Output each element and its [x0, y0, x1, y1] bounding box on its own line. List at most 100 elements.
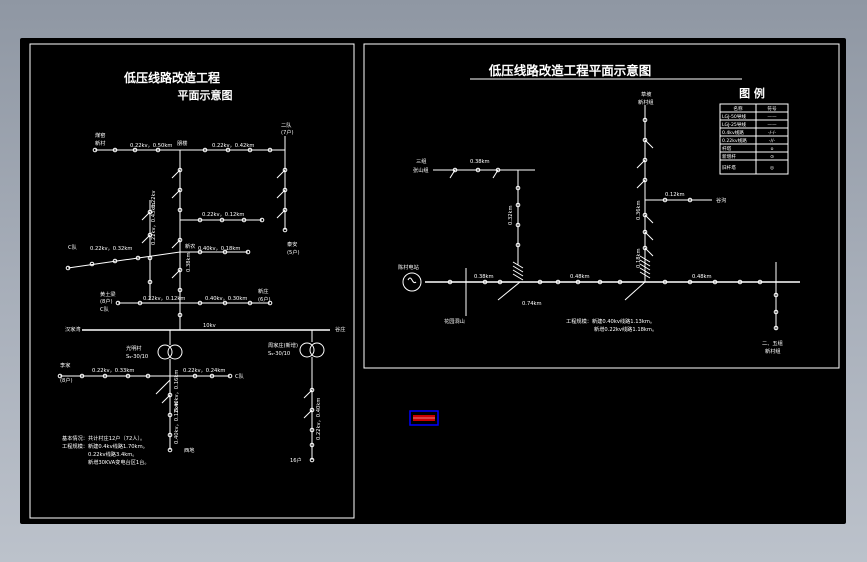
svg-text:0.40kv，0.16km: 0.40kv，0.16km	[174, 370, 180, 412]
svg-text:二、五组: 二、五组	[762, 339, 783, 347]
svg-text:新村组: 新村组	[638, 98, 654, 106]
svg-text:0.38km: 0.38km	[186, 252, 192, 272]
svg-text:16户: 16户	[290, 456, 302, 464]
svg-text:0.22kv，0.32km: 0.22kv，0.32km	[90, 246, 132, 252]
svg-text:周家庄(新增): 周家庄(新增)	[268, 341, 298, 349]
svg-text:0.22kv: 0.22kv	[151, 190, 157, 208]
svg-text:符号: 符号	[767, 105, 777, 112]
svg-text:0.22kv，0.12km: 0.22kv，0.12km	[143, 296, 185, 302]
svg-text:0.38km: 0.38km	[474, 274, 494, 280]
left-title-1: 低压线路改造工程	[123, 70, 220, 85]
svg-text:草坡: 草坡	[641, 90, 651, 98]
svg-text:花园洞山: 花园洞山	[444, 317, 465, 325]
svg-text:0.74km: 0.74km	[522, 301, 542, 307]
drawing-viewport[interactable]	[20, 38, 846, 524]
left-lines	[60, 136, 330, 460]
svg-text:0.22kv，0.42km: 0.22kv，0.42km	[212, 143, 254, 149]
svg-text:C队: C队	[68, 243, 78, 251]
svg-text:(6户): (6户)	[258, 295, 271, 303]
svg-text:新村: 新村	[95, 139, 105, 147]
svg-text:光明村: 光明村	[126, 344, 142, 352]
svg-text:0.22kv线路: 0.22kv线路	[722, 137, 747, 144]
svg-text:(7户): (7户)	[281, 128, 294, 136]
svg-text:三组: 三组	[416, 157, 426, 165]
right-lines	[425, 105, 800, 330]
svg-text:新增0.22kv线路1.18km。: 新增0.22kv线路1.18km。	[594, 325, 657, 333]
svg-text:谷庄: 谷庄	[335, 325, 345, 333]
svg-text:杆塔: 杆塔	[722, 145, 732, 152]
right-stays	[449, 139, 654, 257]
svg-text:10kv: 10kv	[203, 323, 216, 329]
svg-text:S₉-30/10: S₉-30/10	[268, 351, 290, 357]
svg-text:S₉-30/10: S₉-30/10	[126, 354, 148, 360]
transformer-2	[299, 342, 325, 374]
svg-text:-/-/-: -/-/-	[768, 130, 776, 136]
svg-text:陈村电站: 陈村电站	[398, 263, 419, 271]
svg-text:黄土梁: 黄土梁	[100, 290, 116, 298]
svg-text:0.18km: 0.18km	[636, 248, 642, 268]
svg-text:新增杆: 新增杆	[722, 153, 736, 160]
svg-text:工程规模：新建0.40kv线路1.13km。: 工程规模：新建0.40kv线路1.13km。	[566, 317, 655, 325]
svg-text:o: o	[771, 147, 774, 152]
svg-text:⊙: ⊙	[770, 155, 774, 160]
svg-text:0.12km: 0.12km	[665, 192, 685, 198]
svg-text:0.22kv，0.24km: 0.22kv，0.24km	[183, 368, 225, 374]
svg-text:张山组: 张山组	[413, 166, 429, 174]
left-title-2: 平面示意图	[178, 88, 233, 102]
svg-text:0.22kv，0.40km: 0.22kv，0.40km	[316, 398, 322, 440]
svg-text:煤窑: 煤窑	[95, 131, 105, 139]
right-title: 低压线路改造工程平面示意图	[488, 63, 652, 78]
svg-text:0.48km: 0.48km	[692, 274, 712, 280]
svg-text:0.22kv，0.33km: 0.22kv，0.33km	[92, 368, 134, 374]
svg-text:0.22kv，0.50km: 0.22kv，0.50km	[130, 143, 172, 149]
svg-text:0.40kv，0.12km: 0.40kv，0.12km	[174, 402, 180, 444]
right-labels: 草坡 新村组 三组 张山组 0.38km 0.32km 0.12km 谷沟 0.…	[398, 90, 783, 355]
svg-text:0.48km: 0.48km	[570, 274, 590, 280]
svg-text:C队: C队	[235, 372, 245, 380]
svg-text:0.36km: 0.36km	[636, 200, 642, 220]
svg-text:C队: C队	[100, 305, 110, 313]
svg-text:旧杆塔: 旧杆塔	[722, 164, 736, 171]
svg-text:新庄: 新庄	[258, 287, 268, 295]
svg-text:0.38km: 0.38km	[470, 159, 490, 165]
svg-text:新增30KVA变电台区1台。: 新增30KVA变电台区1台。	[88, 458, 150, 466]
svg-text:基本情况：共计村庄12户（72人）。: 基本情况：共计村庄12户（72人）。	[62, 434, 145, 442]
svg-text:谷沟: 谷沟	[716, 196, 726, 204]
right-poles	[447, 117, 779, 331]
svg-text:(8户): (8户)	[60, 376, 73, 384]
left-sheet-border	[29, 43, 355, 519]
svg-text:名称: 名称	[733, 105, 743, 112]
left-labels: 煤窑 新村 0.22kv，0.50km 朋楼 0.22kv，0.42km 二队 …	[60, 121, 345, 466]
svg-text:——: ——	[767, 115, 777, 120]
svg-text:LGJ-25导线: LGJ-25导线	[722, 121, 746, 128]
svg-text:0.22kv，0.12km: 0.22kv，0.12km	[202, 212, 244, 218]
left-stays	[141, 169, 313, 419]
svg-text:0.4kv线路: 0.4kv线路	[722, 129, 744, 136]
svg-text:(5户): (5户)	[287, 248, 300, 256]
svg-text:二队: 二队	[281, 121, 292, 129]
right-hatching	[512, 255, 651, 281]
svg-text:汉家湾: 汉家湾	[65, 325, 81, 333]
svg-text:——: ——	[767, 123, 777, 128]
svg-text:泰安: 泰安	[287, 240, 297, 248]
svg-text:0.22kv，0.43km: 0.22kv，0.43km	[151, 203, 157, 245]
svg-text:新农: 新农	[185, 242, 195, 250]
left-poles	[57, 147, 315, 463]
svg-text:0.40kv，0.18km: 0.40kv，0.18km	[198, 246, 240, 252]
svg-text:-//-: -//-	[769, 138, 776, 144]
svg-text:◎: ◎	[770, 166, 774, 171]
selected-block[interactable]	[409, 410, 439, 426]
svg-text:李家: 李家	[60, 361, 70, 369]
svg-text:朋楼: 朋楼	[177, 139, 187, 147]
svg-text:西地: 西地	[184, 446, 194, 454]
svg-text:0.22kv线路3.4km。: 0.22kv线路3.4km。	[88, 450, 138, 458]
transformer-1	[157, 344, 183, 370]
legend: 图 例 名称 符号 LGJ-50导线 —— LGJ-25导线 —— 0.4kv线…	[719, 86, 789, 175]
svg-text:LGJ-50导线: LGJ-50导线	[722, 113, 746, 120]
svg-text:0.40kv，0.30km: 0.40kv，0.30km	[205, 296, 247, 302]
svg-text:(8户): (8户)	[100, 297, 113, 305]
svg-text:0.32km: 0.32km	[508, 205, 514, 225]
legend-title: 图 例	[739, 86, 765, 100]
right-sheet-border	[363, 43, 840, 369]
